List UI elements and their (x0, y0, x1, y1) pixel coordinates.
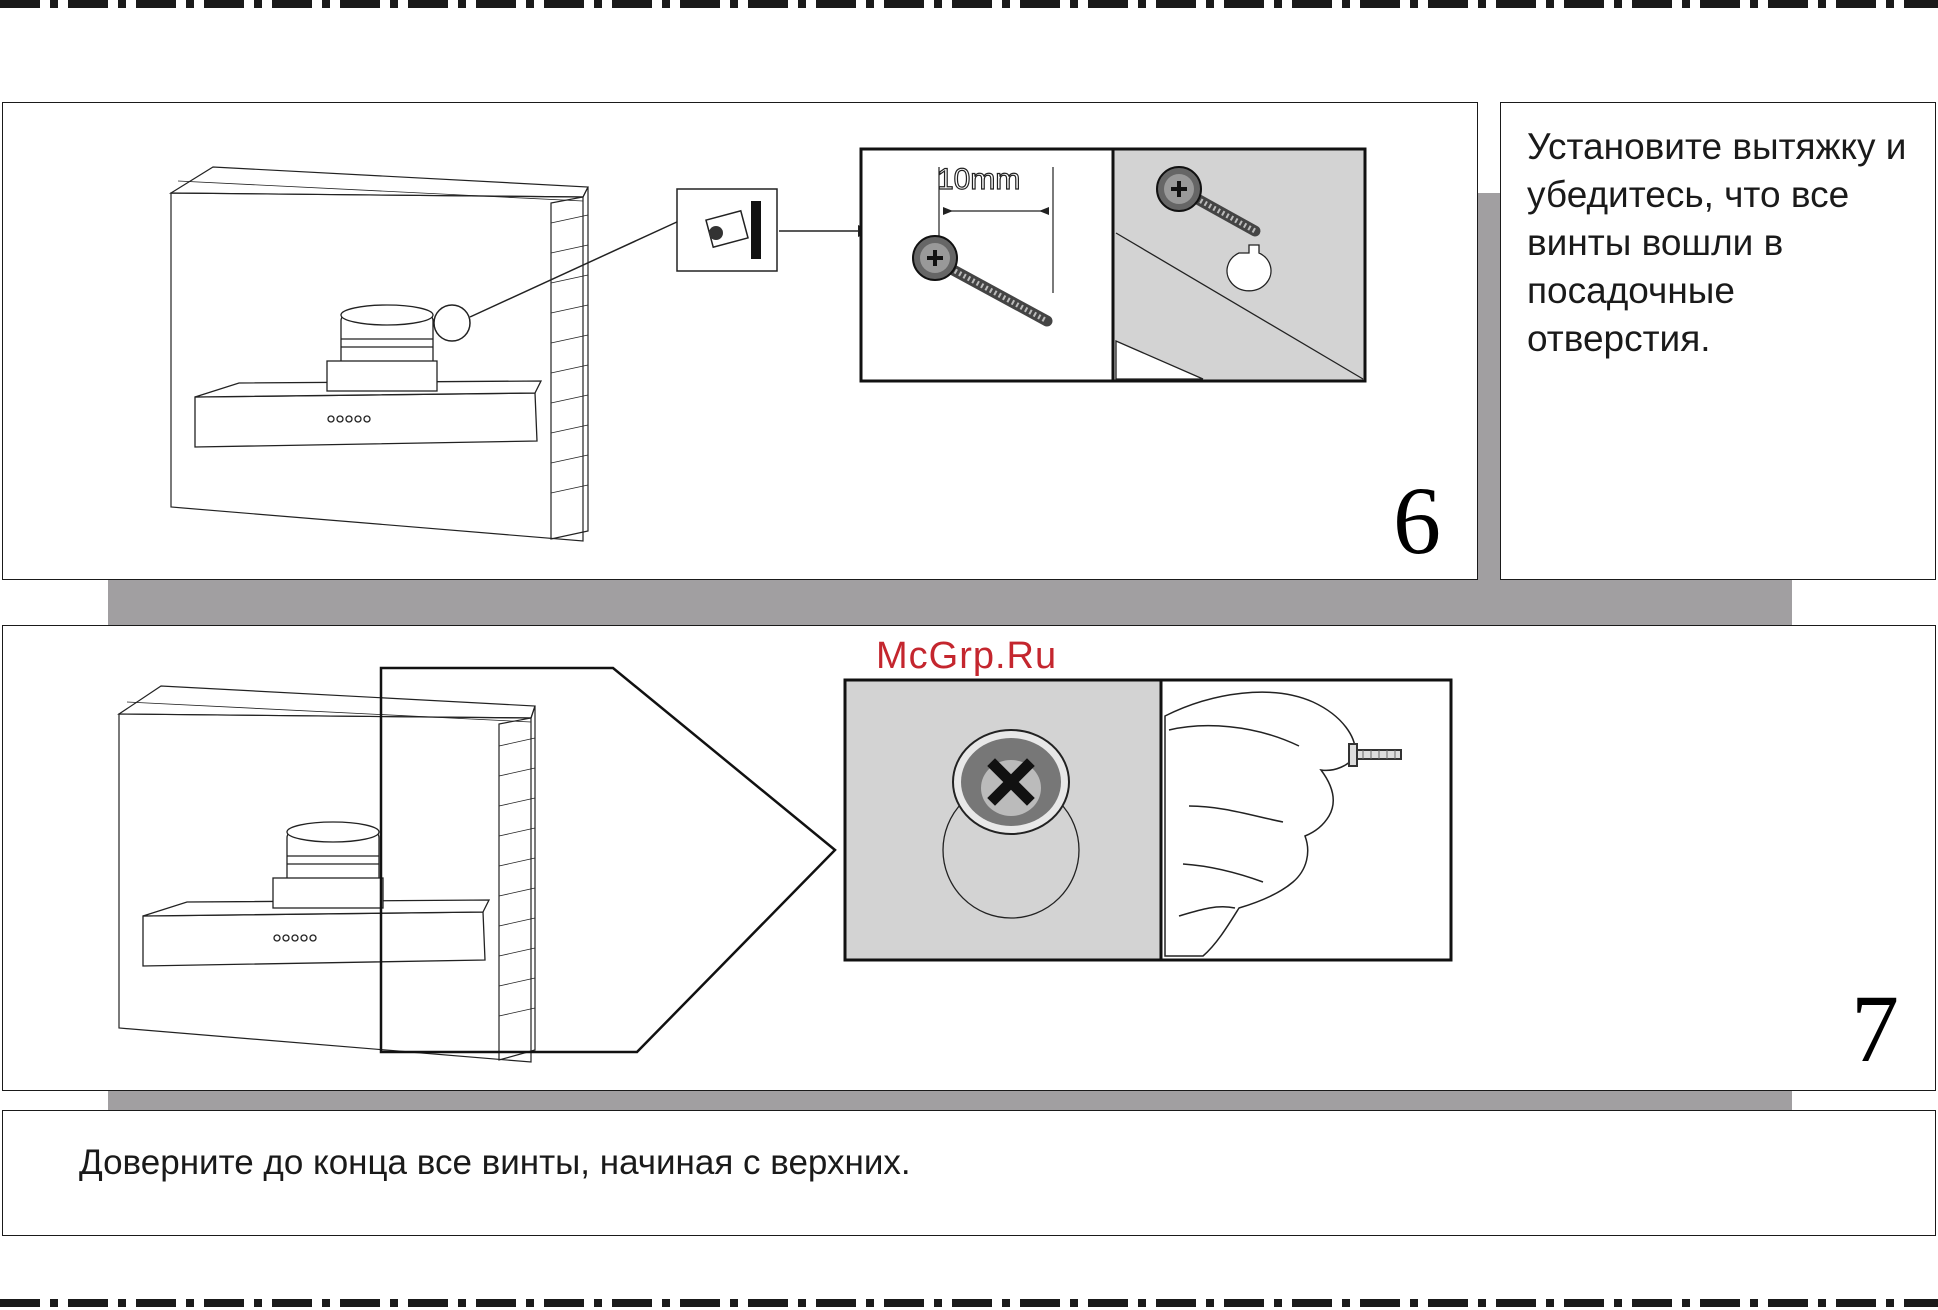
step7-drawing (3, 626, 1937, 1092)
gray-band-middle (108, 578, 1792, 628)
step6-instruction: Установите вытяжку и убедитесь, что все … (1527, 123, 1927, 363)
step7-illustration-panel: 7 (2, 625, 1936, 1091)
screw-length-label: 10mm (937, 163, 1020, 197)
step6-text-panel: Установите вытяжку и убедитесь, что все … (1500, 102, 1936, 580)
screw-icon (953, 730, 1069, 834)
screw-detail-circle (434, 305, 470, 341)
watermark: McGrp.Ru (876, 635, 1057, 678)
step6-number: 6 (1393, 473, 1441, 569)
step6-illustration-panel: 10mm 6 (2, 102, 1478, 580)
step7-instruction: Доверните до конца все винты, начиная с … (79, 1139, 1879, 1187)
top-cut-line (0, 0, 1938, 8)
step7-text-panel: Доверните до конца все винты, начиная с … (2, 1110, 1936, 1236)
step6-drawing (3, 103, 1479, 581)
step7-number: 7 (1851, 981, 1899, 1077)
bottom-cut-line (0, 1299, 1938, 1307)
